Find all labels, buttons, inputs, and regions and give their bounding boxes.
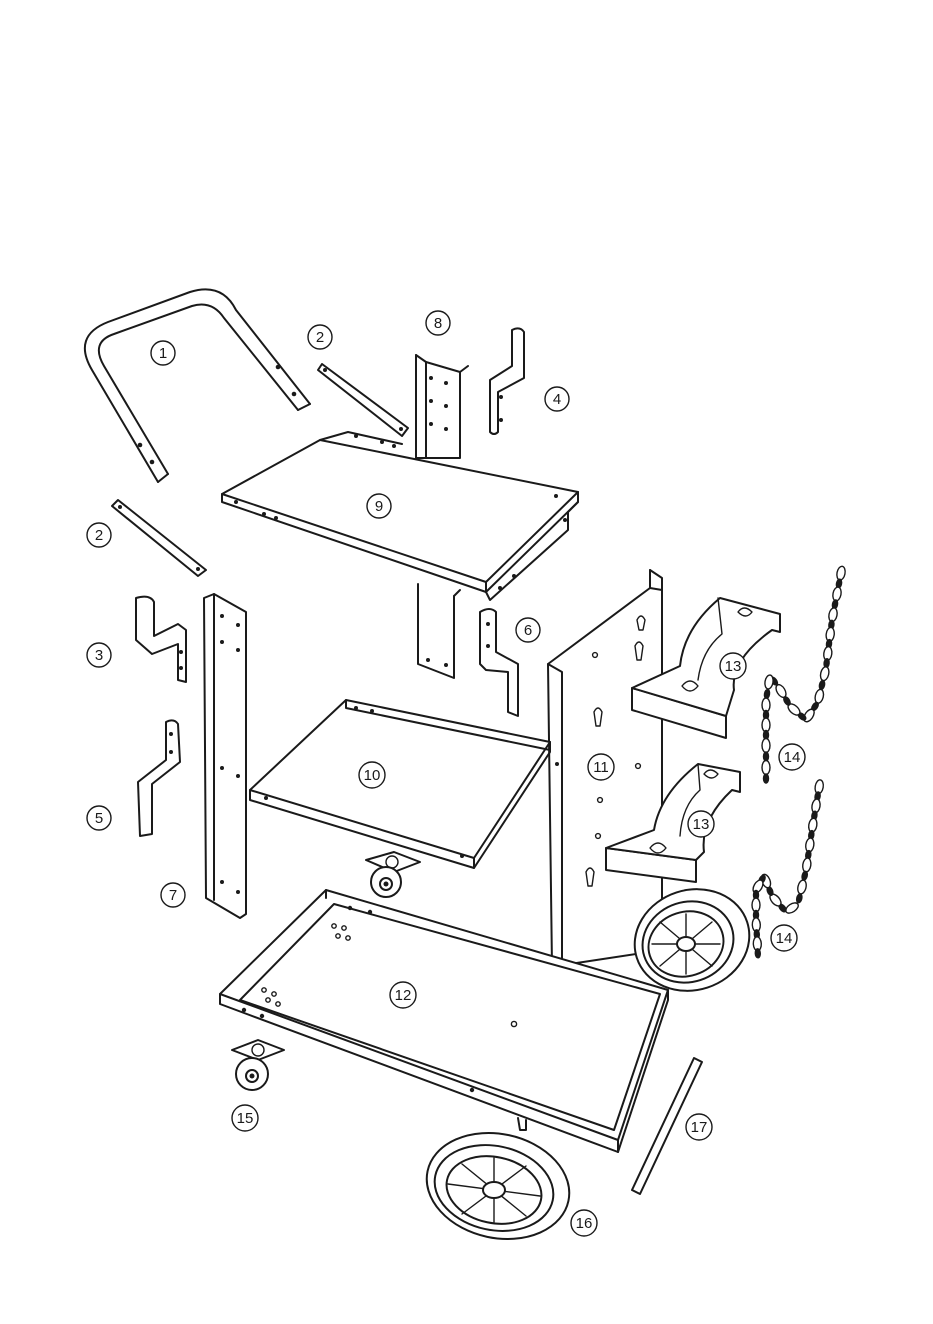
chain-link (762, 739, 770, 753)
callout-13-lower-label: 13 (693, 816, 710, 833)
callout-10-label: 10 (364, 767, 381, 784)
callout-6-label: 6 (524, 622, 532, 639)
callout-3-label: 3 (95, 647, 103, 664)
part-brace-upper (318, 364, 408, 436)
callout-15: 15 (232, 1105, 258, 1131)
chain-link (836, 566, 847, 581)
callout-2-lower: 2 (87, 523, 111, 547)
callout-11: 11 (588, 754, 614, 780)
callout-10: 10 (359, 762, 385, 788)
part-bracket-4 (490, 328, 524, 434)
part-brace-lower (112, 500, 206, 576)
callout-1: 1 (151, 341, 175, 365)
callout-15-label: 15 (237, 1110, 254, 1127)
callout-2-upper: 2 (308, 325, 332, 349)
callout-14-lower-label: 14 (776, 930, 793, 947)
callout-2-upper-label: 2 (316, 329, 324, 346)
callout-1-label: 1 (159, 345, 167, 362)
chain-link (764, 752, 769, 761)
callout-11-label: 11 (593, 759, 609, 776)
callout-13-upper-label: 13 (725, 658, 742, 675)
chain-link (814, 689, 825, 704)
chain-link (755, 949, 760, 958)
callout-5-label: 5 (95, 810, 103, 827)
part-caster-upper (366, 852, 420, 897)
callout-4: 4 (545, 387, 569, 411)
chain-link (819, 666, 830, 681)
part-caster-front (232, 1040, 284, 1090)
callout-7-label: 7 (169, 887, 177, 904)
part-middle-shelf (250, 700, 559, 868)
callout-7: 7 (161, 883, 185, 907)
callout-9-label: 9 (375, 498, 383, 515)
chain-link (796, 893, 803, 903)
callout-4-label: 4 (553, 391, 561, 408)
callout-3: 3 (87, 643, 111, 667)
part-bracket-3 (136, 597, 186, 682)
part-main-wheel (417, 1120, 579, 1252)
part-chain-upper (762, 566, 846, 783)
callout-5: 5 (87, 806, 111, 830)
chain-link (764, 674, 774, 689)
chain-link (764, 689, 770, 699)
part-front-upright (204, 594, 246, 918)
chain-link (764, 774, 769, 783)
callout-17-label: 17 (691, 1119, 708, 1136)
part-bracket-6 (480, 609, 518, 716)
callout-12: 12 (390, 982, 416, 1008)
chain-link (797, 879, 808, 894)
part-upright-channel (416, 355, 468, 458)
callout-14-upper-label: 14 (784, 749, 801, 766)
callout-8-label: 8 (434, 315, 442, 332)
callout-12-label: 12 (395, 987, 412, 1004)
callout-14-upper: 14 (779, 744, 805, 770)
callout-8: 8 (426, 311, 450, 335)
callout-9: 9 (367, 494, 391, 518)
callout-13-lower: 13 (688, 811, 714, 837)
part-upright-channel-lower (418, 584, 460, 678)
callout-14-lower: 14 (771, 925, 797, 951)
chain-link (819, 680, 826, 690)
chain-link (762, 761, 770, 775)
callout-17: 17 (686, 1114, 712, 1140)
chain-link (832, 586, 843, 601)
chain-link (801, 871, 808, 881)
callout-16: 16 (571, 1210, 597, 1236)
part-handle (85, 289, 310, 482)
callout-6: 6 (516, 618, 540, 642)
part-top-shelf (222, 432, 578, 600)
chain-link (802, 857, 812, 872)
part-bracket-5 (138, 720, 180, 836)
callout-16-label: 16 (576, 1215, 593, 1232)
callout-2-lower-label: 2 (95, 527, 103, 544)
callout-13-upper: 13 (720, 653, 746, 679)
